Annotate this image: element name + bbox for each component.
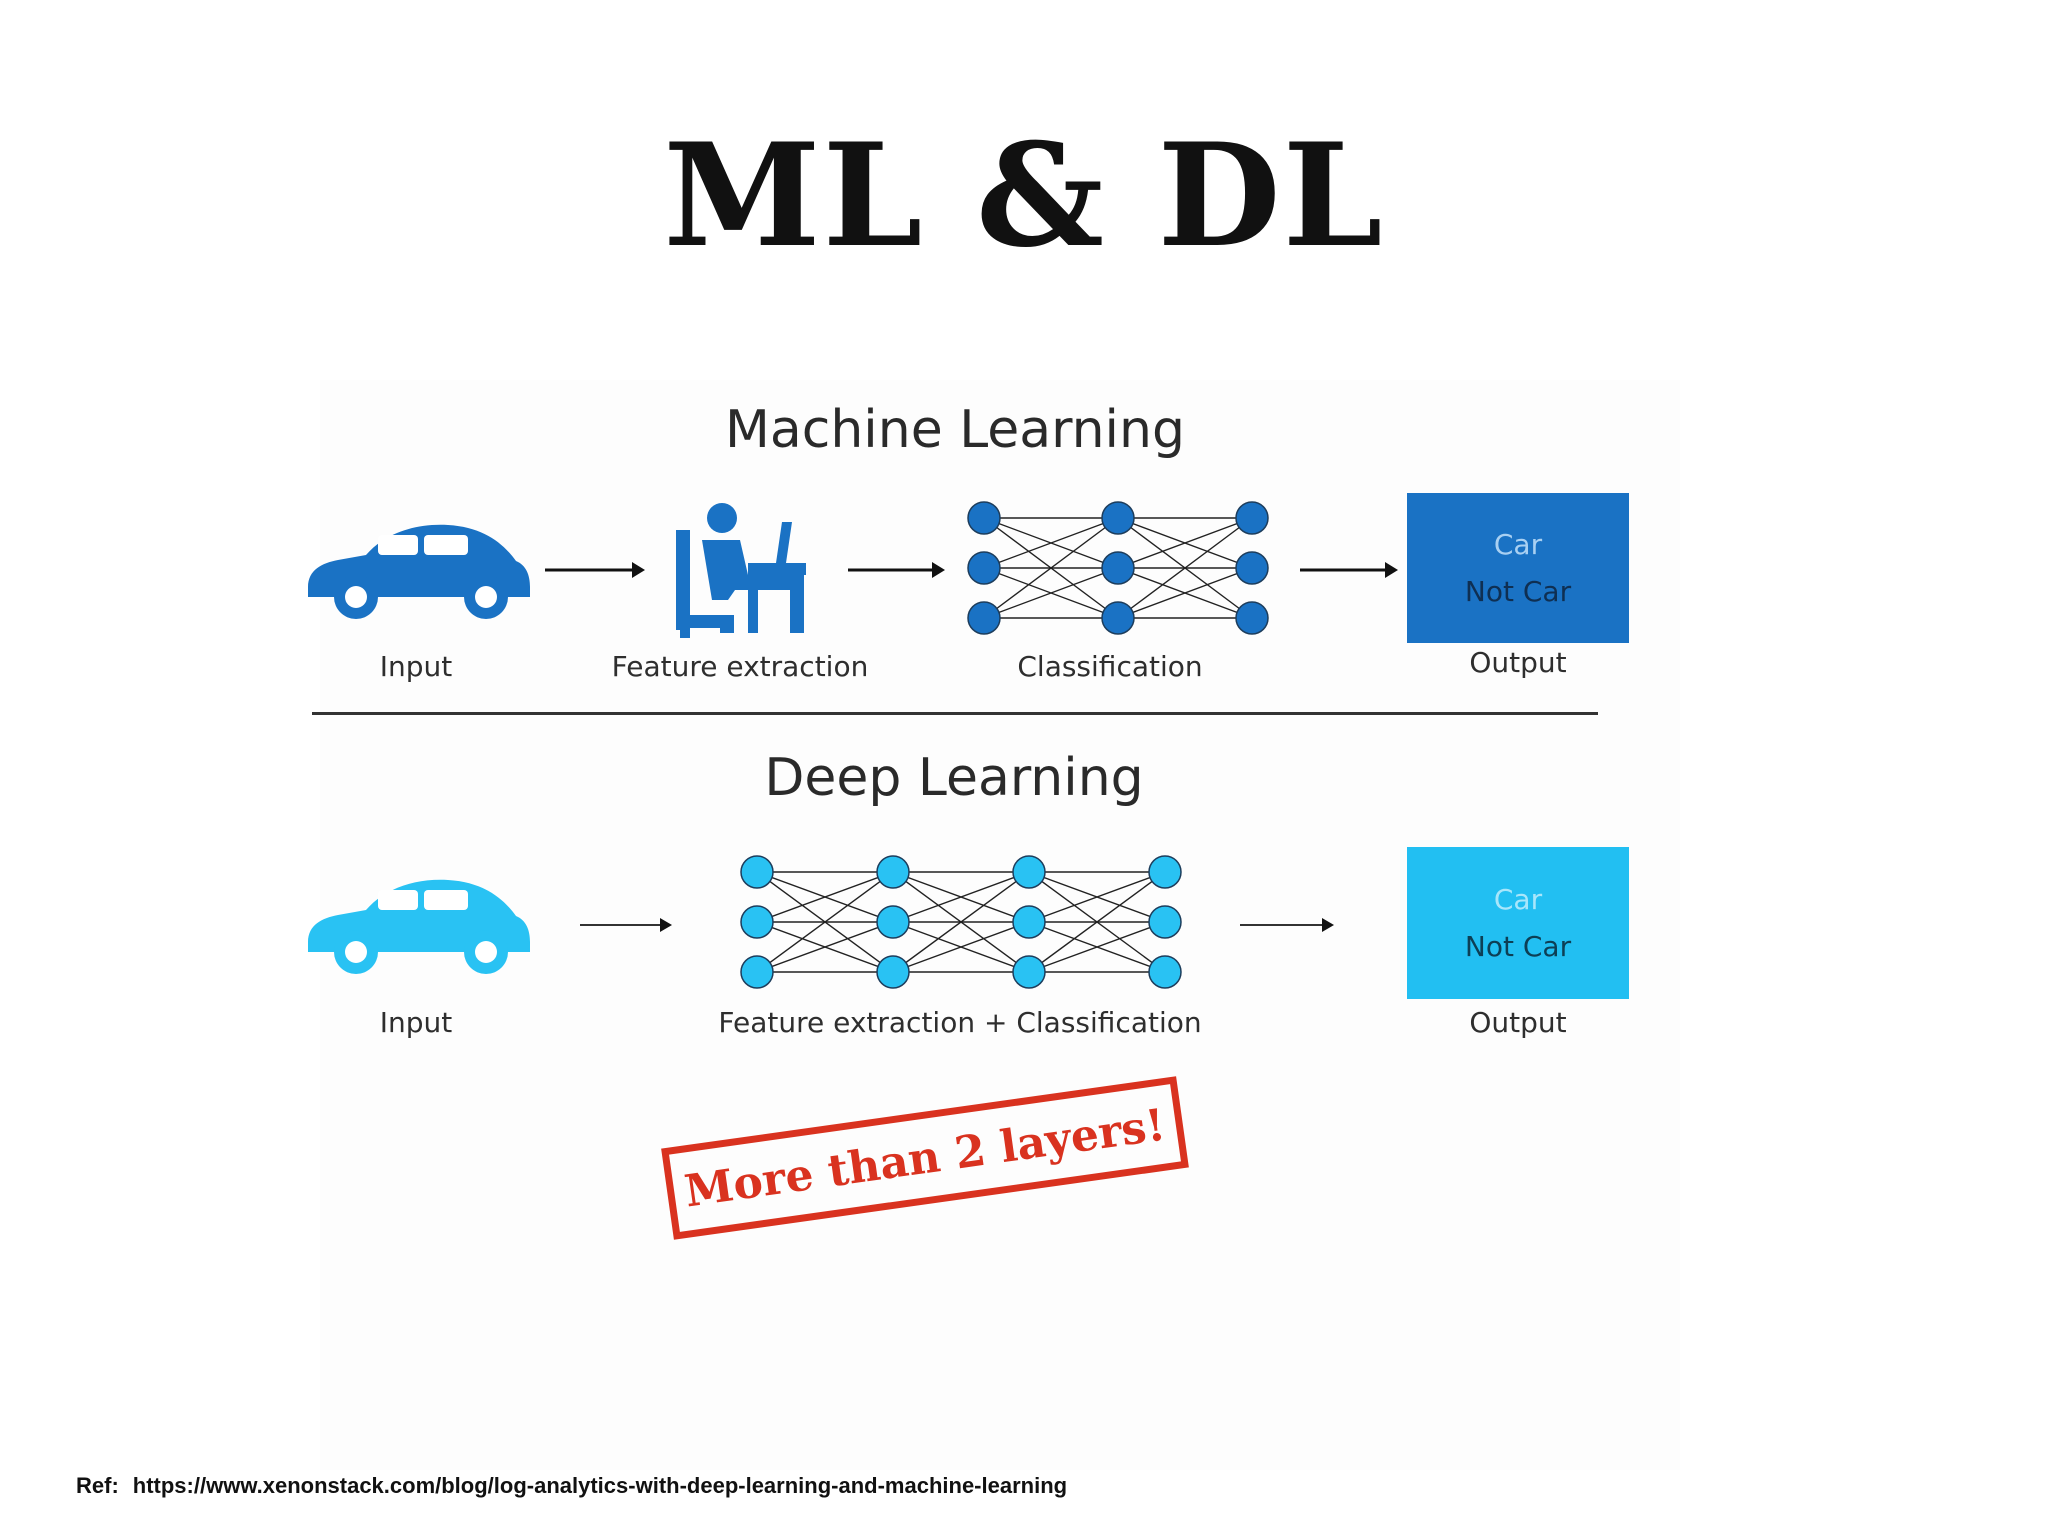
reference-line: Ref: https://www.xenonstack.com/blog/log-… xyxy=(76,1473,1067,1499)
dl-network-connection xyxy=(756,871,894,973)
dl-network-node xyxy=(740,905,774,939)
ml-neural-network xyxy=(967,501,1269,635)
dl-network-node xyxy=(1148,905,1182,939)
dl-network-connection xyxy=(892,921,1030,973)
ml-network-node xyxy=(1101,501,1135,535)
dl-network-node xyxy=(1148,855,1182,889)
dl-input-label: Input xyxy=(379,1006,453,1039)
ml-network-node xyxy=(1101,551,1135,585)
dl-output-text: Car Not Car xyxy=(1407,847,1629,999)
dl-neural-network xyxy=(740,855,1182,989)
dl-output-car: Car xyxy=(1493,883,1543,916)
ml-output-text: Car Not Car xyxy=(1407,493,1629,643)
ml-output-box xyxy=(1407,493,1629,643)
car-icon-dl xyxy=(308,879,530,974)
ml-network-node xyxy=(967,601,1001,635)
dl-network-node xyxy=(876,855,910,889)
ml-network-connection xyxy=(1117,517,1253,619)
dl-network-node xyxy=(1012,855,1046,889)
dl-output-label: Output xyxy=(1469,1006,1567,1039)
car-icon-ml xyxy=(308,524,530,619)
dl-network-connection xyxy=(1028,921,1166,973)
dl-network-connection xyxy=(892,871,1030,923)
ml-classification-label: Classification xyxy=(1017,650,1203,683)
dl-network-connection xyxy=(1028,871,1166,973)
ref-label: Ref: xyxy=(76,1473,119,1498)
arrow-dl-1 xyxy=(580,918,672,932)
arrow-ml-2 xyxy=(848,562,945,578)
ml-network-connection xyxy=(983,517,1119,619)
ml-input-label: Input xyxy=(379,650,453,683)
dl-network-connection xyxy=(1028,871,1166,923)
dl-output-not-car: Not Car xyxy=(1464,930,1572,963)
ml-network-node xyxy=(967,501,1001,535)
dl-network-node xyxy=(1012,955,1046,989)
ml-network-node xyxy=(1235,551,1269,585)
arrow-dl-2 xyxy=(1240,918,1334,932)
slide-title: ML & DL xyxy=(663,113,1385,279)
ml-output-not-car: Not Car xyxy=(1464,575,1572,608)
ml-network-connection xyxy=(983,567,1119,619)
ml-feature-extraction-label: Feature extraction xyxy=(611,650,869,683)
ref-url[interactable]: https://www.xenonstack.com/blog/log-anal… xyxy=(132,1473,1068,1498)
dl-section-title: Deep Learning xyxy=(764,748,1144,808)
dl-network-connection xyxy=(756,871,894,923)
dl-feature-classification-label: Feature extraction + Classification xyxy=(718,1006,1202,1039)
dl-network-node xyxy=(740,955,774,989)
ml-network-connection xyxy=(983,517,1119,569)
ml-output-label: Output xyxy=(1469,646,1567,679)
dl-network-node xyxy=(1012,905,1046,939)
dl-network-connection xyxy=(756,921,894,973)
ml-network-node xyxy=(1235,601,1269,635)
dl-network-node xyxy=(740,855,774,889)
ml-section-title: Machine Learning xyxy=(725,400,1185,460)
arrow-ml-3 xyxy=(1300,562,1398,578)
ml-network-node xyxy=(1101,601,1135,635)
dl-network-node xyxy=(876,905,910,939)
dl-network-node xyxy=(1148,955,1182,989)
ml-output-car: Car xyxy=(1493,528,1543,561)
ml-network-connection xyxy=(1117,567,1253,619)
section-divider xyxy=(312,712,1598,715)
dl-network-node xyxy=(876,955,910,989)
ml-network-connection xyxy=(1117,517,1253,569)
dl-network-connection xyxy=(892,871,1030,973)
ml-network-node xyxy=(1235,501,1269,535)
person-at-desk-icon xyxy=(676,503,806,638)
ml-network-node xyxy=(967,551,1001,585)
arrow-ml-1 xyxy=(545,562,645,578)
dl-output-box xyxy=(1407,847,1629,999)
